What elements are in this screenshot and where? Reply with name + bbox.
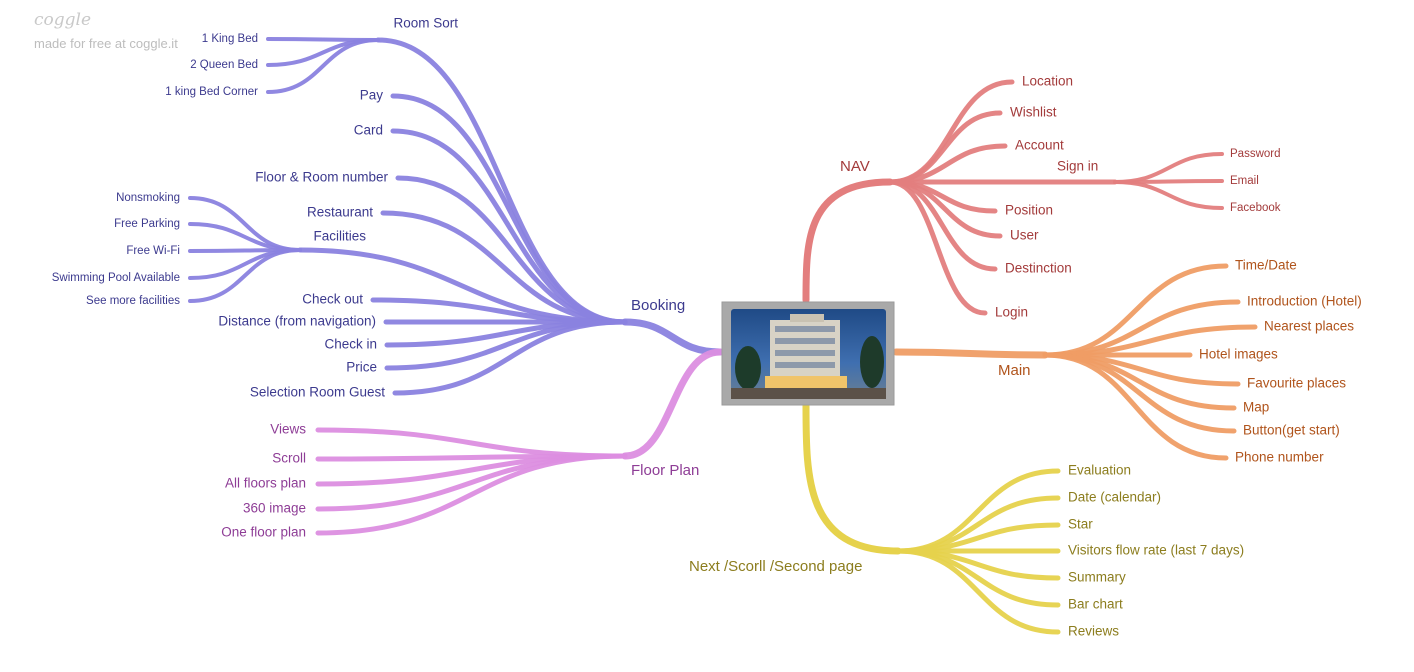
- link-pay: [390, 93, 628, 325]
- node-position[interactable]: Position: [1005, 203, 1053, 218]
- node-360-image[interactable]: 360 image: [243, 501, 306, 516]
- node-date-calendar[interactable]: Date (calendar): [1068, 490, 1161, 505]
- node-nav[interactable]: NAV: [840, 158, 870, 175]
- node-free-parking[interactable]: Free Parking: [114, 218, 180, 230]
- link-one-floor-plan: [315, 453, 628, 536]
- link-location: [887, 79, 1015, 185]
- node-reviews[interactable]: Reviews: [1068, 624, 1119, 639]
- node-next[interactable]: Next /Scorll /Second page: [689, 558, 862, 575]
- node-card[interactable]: Card: [354, 123, 383, 138]
- link-card: [390, 128, 628, 325]
- link-views: [315, 427, 628, 459]
- link-1-king-bed-corner: [266, 38, 380, 94]
- node-all-floors-plan[interactable]: All floors plan: [225, 476, 306, 491]
- node-phone-number[interactable]: Phone number: [1235, 450, 1324, 465]
- link-time-date: [1042, 263, 1229, 358]
- node-facilities[interactable]: Facilities: [313, 229, 366, 244]
- node-one-floor-plan[interactable]: One floor plan: [221, 525, 306, 540]
- node-password[interactable]: Password: [1230, 148, 1281, 160]
- link-free-parking: [188, 222, 302, 252]
- node-button-get-start[interactable]: Button(get start): [1243, 423, 1340, 438]
- node-destinction[interactable]: Destinction: [1005, 261, 1072, 276]
- node-selection-room-guest[interactable]: Selection Room Guest: [250, 385, 385, 400]
- node-views[interactable]: Views: [270, 422, 306, 437]
- node-distance-from-navigation[interactable]: Distance (from navigation): [218, 314, 376, 329]
- node-nonsmoking[interactable]: Nonsmoking: [116, 192, 180, 204]
- node-check-out[interactable]: Check out: [302, 292, 363, 307]
- link-login: [887, 179, 988, 316]
- node-star[interactable]: Star: [1068, 517, 1093, 532]
- node-location[interactable]: Location: [1022, 74, 1073, 89]
- node-see-more-facilities[interactable]: See more facilities: [86, 295, 180, 307]
- node-hotel-images[interactable]: Hotel images: [1199, 347, 1278, 362]
- node-introduction-hotel[interactable]: Introduction (Hotel): [1247, 294, 1362, 309]
- node-visitors-flow-rate-last-7-days[interactable]: Visitors flow rate (last 7 days): [1068, 543, 1244, 558]
- link-restaurant: [380, 210, 628, 325]
- node-email[interactable]: Email: [1230, 175, 1259, 187]
- node-account[interactable]: Account: [1015, 138, 1064, 153]
- node-time-date[interactable]: Time/Date: [1235, 258, 1297, 273]
- link-floor-plan: [621, 348, 724, 460]
- node-sign-in[interactable]: Sign in: [1057, 159, 1098, 174]
- node-login[interactable]: Login: [995, 305, 1028, 320]
- node-evaluation[interactable]: Evaluation: [1068, 463, 1131, 478]
- node-room-sort[interactable]: Room Sort: [393, 16, 458, 31]
- node-scroll[interactable]: Scroll: [272, 451, 306, 466]
- node-floor-room-number[interactable]: Floor & Room number: [255, 170, 388, 185]
- node-facebook[interactable]: Facebook: [1230, 202, 1281, 214]
- node-pay[interactable]: Pay: [360, 88, 384, 103]
- node-1-king-bed[interactable]: 1 King Bed: [202, 33, 258, 45]
- node-bar-chart[interactable]: Bar chart: [1068, 597, 1123, 612]
- watermark-subtitle: made for free at coggle.it: [34, 36, 178, 51]
- node-free-wi-fi[interactable]: Free Wi-Fi: [126, 245, 180, 257]
- central-image[interactable]: [721, 301, 895, 406]
- node-check-in[interactable]: Check in: [324, 337, 377, 352]
- node-swimming-pool-available[interactable]: Swimming Pool Available: [52, 272, 180, 284]
- link-main: [892, 348, 1049, 359]
- node-1-king-bed-corner[interactable]: 1 king Bed Corner: [165, 86, 258, 98]
- branch-links: [188, 37, 1258, 635]
- node-nearest-places[interactable]: Nearest places: [1264, 319, 1354, 334]
- node-booking[interactable]: Booking: [631, 297, 685, 314]
- link-reviews: [895, 548, 1061, 635]
- link-next: [802, 401, 902, 555]
- link-nav: [802, 178, 894, 304]
- node-map[interactable]: Map: [1243, 400, 1269, 415]
- link-booking: [621, 318, 724, 356]
- node-main[interactable]: Main: [998, 362, 1031, 379]
- link-selection-room-guest: [392, 319, 628, 396]
- node-favourite-places[interactable]: Favourite places: [1247, 376, 1346, 391]
- link-password: [1113, 152, 1224, 184]
- node-wishlist[interactable]: Wishlist: [1010, 105, 1057, 120]
- node-restaurant[interactable]: Restaurant: [307, 205, 373, 220]
- node-price[interactable]: Price: [346, 360, 377, 375]
- link-facebook: [1113, 180, 1224, 210]
- node-2-queen-bed[interactable]: 2 Queen Bed: [190, 59, 258, 71]
- node-floor-plan[interactable]: Floor Plan: [631, 462, 699, 479]
- link-see-more-facilities: [188, 248, 302, 303]
- link-phone-number: [1042, 352, 1229, 461]
- node-user[interactable]: User: [1010, 228, 1039, 243]
- coggle-logo: coggle: [34, 10, 92, 30]
- node-summary[interactable]: Summary: [1068, 570, 1126, 585]
